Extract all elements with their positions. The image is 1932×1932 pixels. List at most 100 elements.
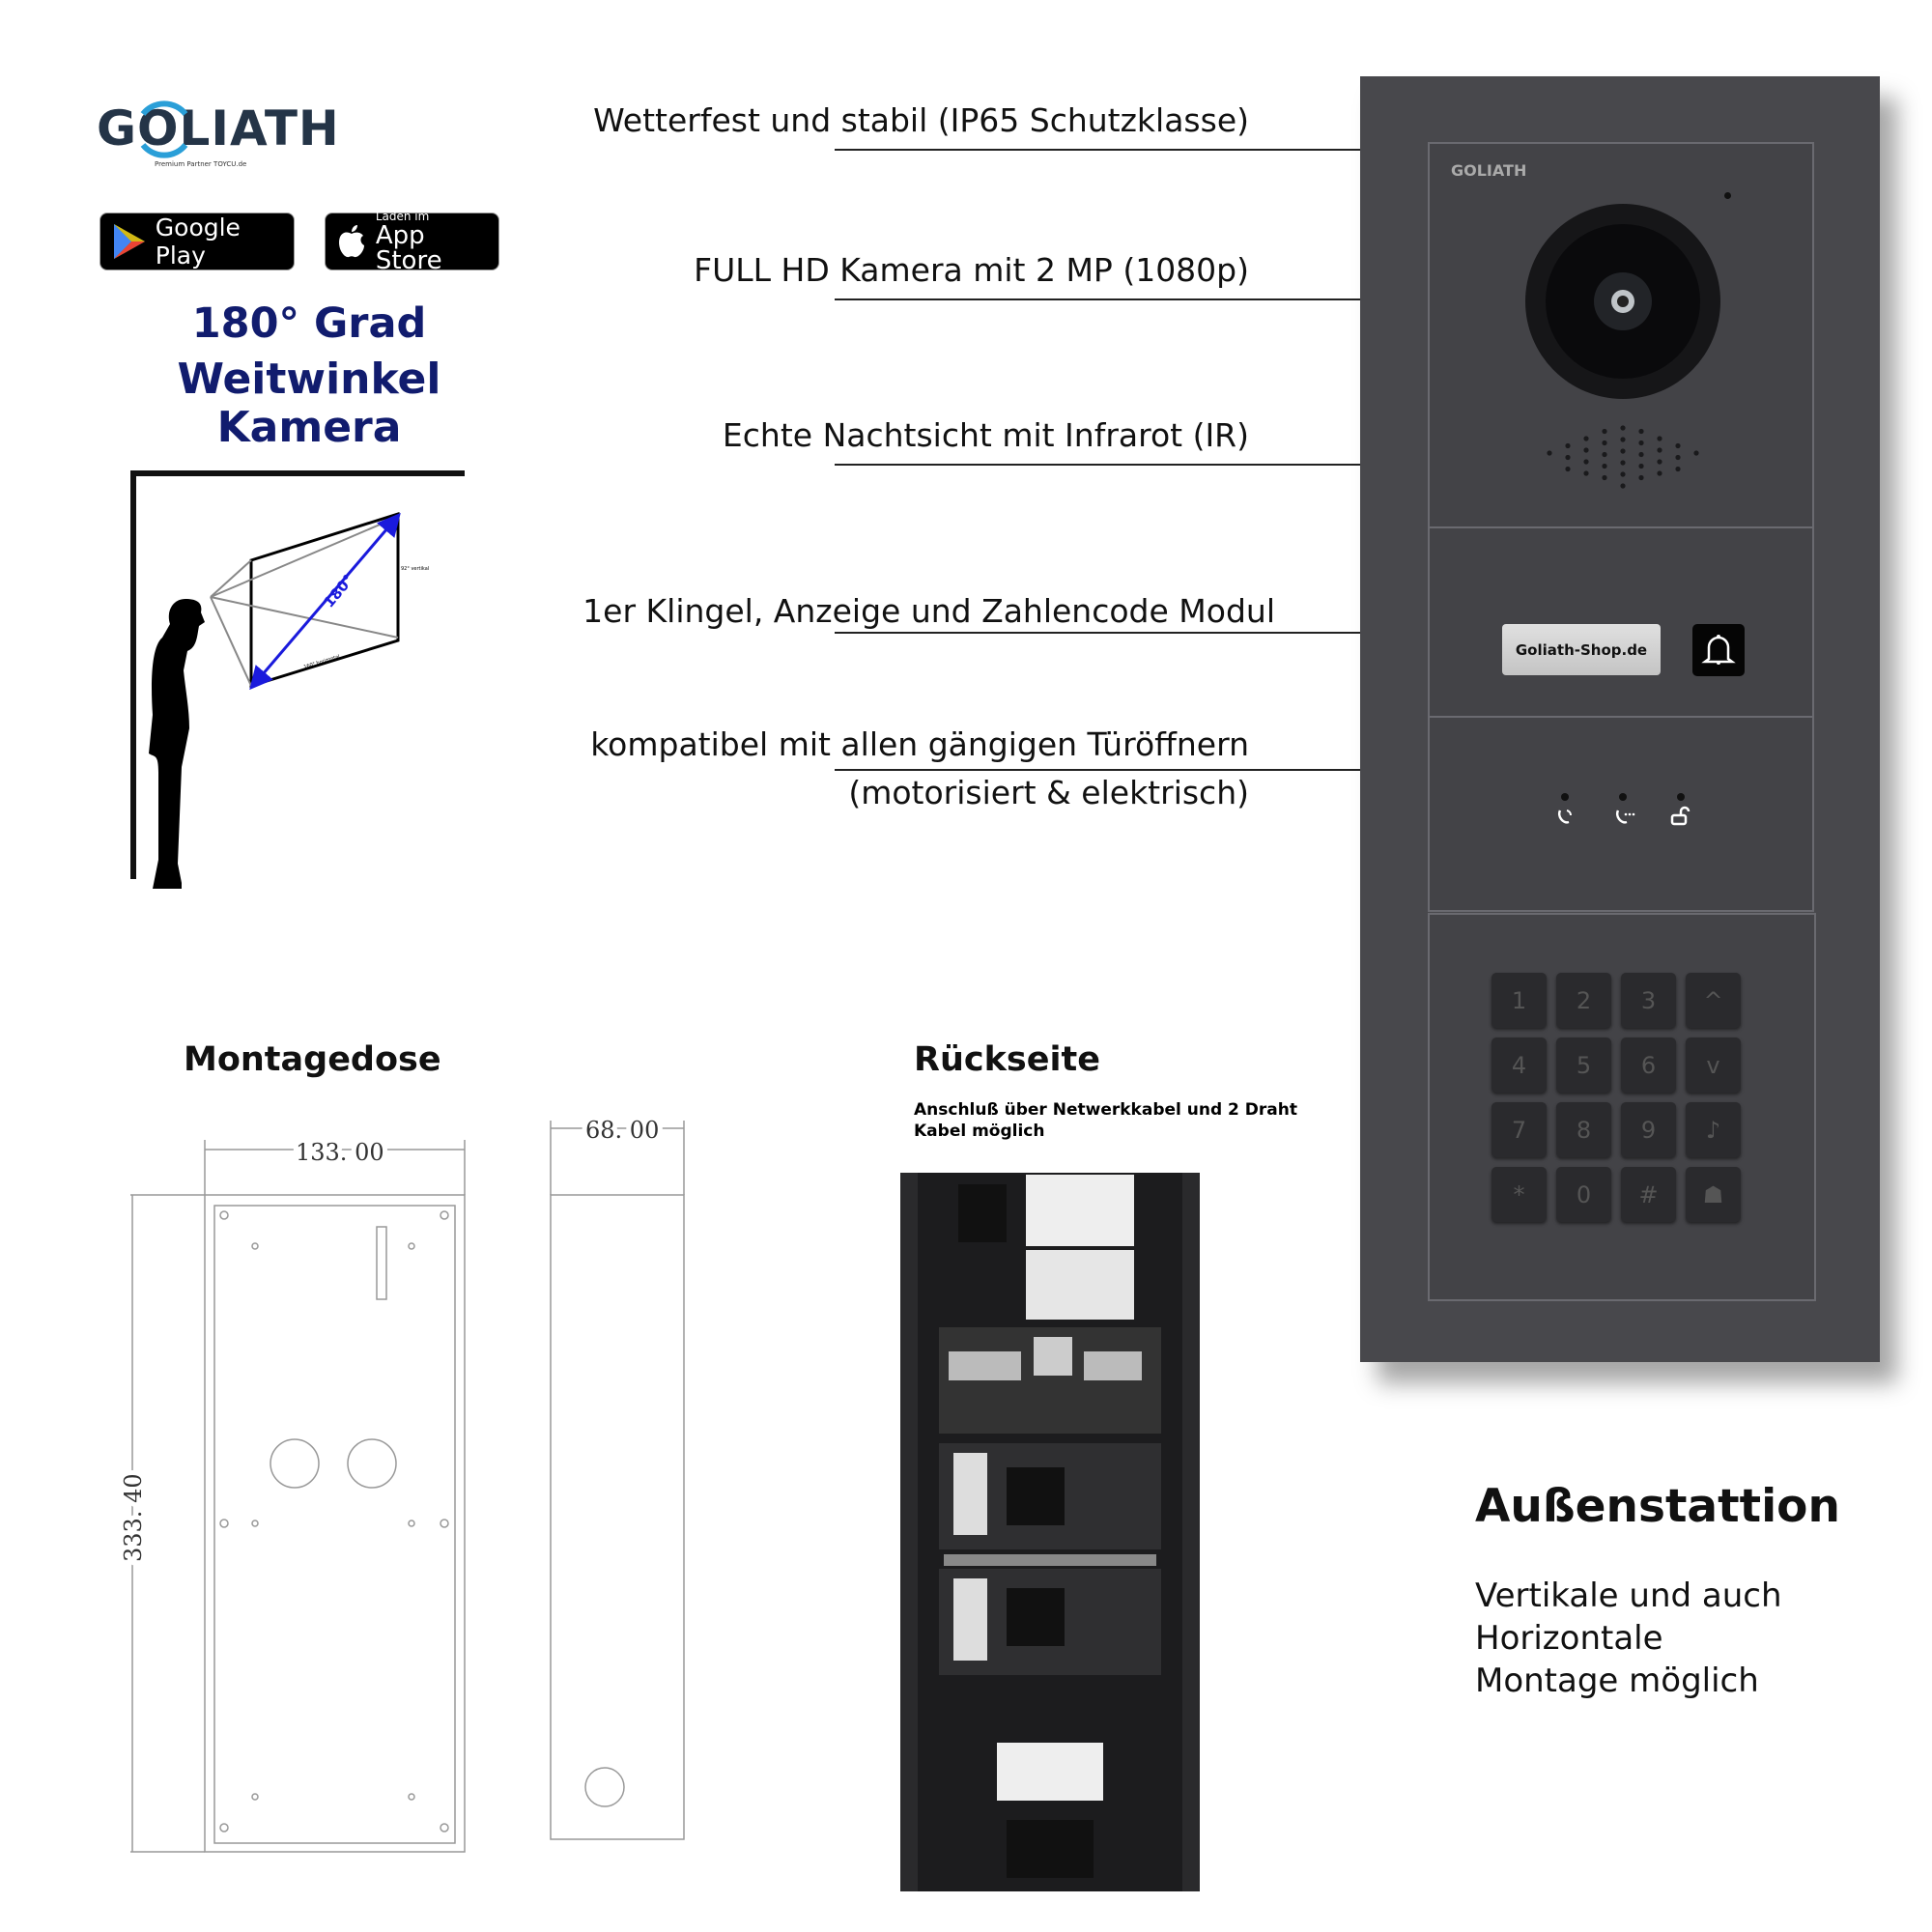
sensor-dot [1724, 192, 1731, 199]
goliath-logo: GOLIATH [97, 100, 340, 156]
speaker-hole [1675, 466, 1681, 472]
google-play-label: Google Play [155, 213, 241, 270]
speaker-hole [1620, 460, 1626, 466]
outro-text: Vertikale und auch Horizontale Montage m… [1475, 1575, 1782, 1702]
speaker-hole [1657, 436, 1662, 441]
speaker-hole [1602, 428, 1607, 435]
keypad-key[interactable]: * [1492, 1167, 1547, 1222]
speaker-hole [1620, 437, 1626, 442]
keypad-key[interactable]: 8 [1556, 1102, 1611, 1157]
mounting-box-drawing: 133. 00 68. 00 333. 40 [116, 1112, 685, 1853]
feature-night-vision: Echte Nachtsicht mit Infrarot (IR) [722, 416, 1249, 454]
talk-icon [1616, 810, 1635, 824]
fov-horizontal-label: 160° horizontal [303, 654, 341, 670]
headline-line2: Weitwinkel Kamera [177, 355, 441, 452]
keypad-key[interactable]: 6 [1621, 1037, 1676, 1093]
speaker-hole [1547, 450, 1552, 456]
bell-icon [1701, 635, 1736, 665]
camera-lens-icon [1525, 204, 1720, 399]
keypad-key[interactable]: 0 [1556, 1167, 1611, 1222]
keypad-key[interactable]: ☗ [1686, 1167, 1741, 1222]
speaker-hole [1638, 474, 1644, 481]
keypad-key[interactable]: 7 [1492, 1102, 1547, 1157]
outro-line: Montage möglich [1475, 1662, 1759, 1700]
height-dimension: 333. 40 [120, 1473, 147, 1562]
speaker-hole [1583, 447, 1589, 453]
keypad-key[interactable]: 4 [1492, 1037, 1547, 1093]
depth-dimension: 68. 00 [585, 1117, 659, 1144]
bell-button[interactable] [1692, 624, 1745, 676]
feature-modules: 1er Klingel, Anzeige und Zahlencode Modu… [582, 592, 1275, 630]
speaker-hole [1583, 436, 1589, 441]
device-brand: GOLIATH [1451, 161, 1527, 180]
keypad-key[interactable]: # [1621, 1167, 1676, 1222]
speaker-hole [1693, 450, 1699, 456]
feature-door-openers: kompatibel mit allen gängigen Türöffnern [590, 725, 1249, 763]
speaker-hole [1565, 442, 1571, 449]
speaker-hole [1602, 451, 1607, 458]
call-icon [1558, 810, 1572, 824]
keypad-key[interactable]: 3 [1621, 973, 1676, 1028]
status-module [1428, 716, 1814, 912]
logo-ring-icon [140, 100, 188, 158]
feature-weatherproof: Wetterfest und stabil (IP65 Schutzklasse… [593, 101, 1249, 139]
feature-leader-line [835, 769, 1360, 771]
rueckseite-title: Rückseite [914, 1040, 1100, 1079]
unlock-icon [1670, 806, 1690, 826]
app-store-button[interactable]: Laden im App Store [325, 210, 499, 275]
status-indicators [1558, 793, 1690, 826]
feature-door-openers-note: (motorisiert & elektrisch) [848, 774, 1249, 811]
google-play-button[interactable]: Google Play [99, 213, 295, 270]
keypad-key[interactable]: 1 [1492, 973, 1547, 1028]
speaker-hole [1602, 463, 1607, 469]
speaker-hole [1620, 483, 1626, 489]
subtitle-line: Anschluß über Netwerkkabel und 2 Draht [914, 1100, 1298, 1120]
keypad-key[interactable]: 9 [1621, 1102, 1676, 1157]
feature-leader-line [835, 464, 1360, 466]
speaker-hole [1565, 466, 1571, 472]
person-silhouette [149, 599, 205, 889]
camera-module: GOLIATH [1428, 142, 1814, 528]
fov-angle-label: 180° [320, 571, 357, 611]
speaker-grille [1547, 425, 1699, 489]
montagedose-title: Montagedose [184, 1040, 441, 1079]
nameplate: Goliath-Shop.de [1502, 624, 1661, 675]
feature-leader-line [835, 632, 1360, 634]
speaker-hole [1620, 448, 1626, 454]
apple-icon [339, 225, 364, 258]
speaker-hole [1583, 470, 1589, 476]
keypad-key[interactable]: 2 [1556, 973, 1611, 1028]
speaker-hole [1657, 470, 1662, 476]
keypad-key[interactable]: ♪ [1686, 1102, 1741, 1157]
feature-leader-line [835, 298, 1360, 300]
speaker-hole [1638, 463, 1644, 469]
logo-subtitle: Premium Partner TOYCU.de [155, 160, 247, 168]
headline-line1: 180° Grad [191, 299, 427, 348]
feature-camera: FULL HD Kamera mit 2 MP (1080p) [694, 251, 1249, 289]
subtitle-line: Kabel möglich [914, 1122, 1045, 1141]
app-store-label: App Store [375, 221, 442, 275]
google-play-icon [114, 224, 145, 259]
outro-title: Außenstattion [1475, 1480, 1840, 1533]
width-dimension: 133. 00 [296, 1139, 384, 1166]
keypad-key[interactable]: v [1686, 1037, 1741, 1093]
keypad-key[interactable]: ^ [1686, 973, 1741, 1028]
back-side-photo [900, 1173, 1200, 1891]
speaker-hole [1620, 425, 1626, 431]
speaker-hole [1565, 454, 1571, 461]
outro-line: Horizontale [1475, 1619, 1663, 1658]
speaker-hole [1638, 451, 1644, 458]
speaker-hole [1602, 474, 1607, 481]
speaker-hole [1657, 447, 1662, 453]
speaker-hole [1638, 428, 1644, 435]
bell-module: Goliath-Shop.de [1428, 526, 1814, 718]
keypad-key[interactable]: 5 [1556, 1037, 1611, 1093]
speaker-hole [1657, 459, 1662, 465]
feature-leader-line [835, 149, 1360, 151]
speaker-hole [1583, 459, 1589, 465]
speaker-hole [1620, 471, 1626, 477]
rueckseite-subtitle: Anschluß über Netwerkkabel und 2 Draht K… [914, 1099, 1297, 1142]
